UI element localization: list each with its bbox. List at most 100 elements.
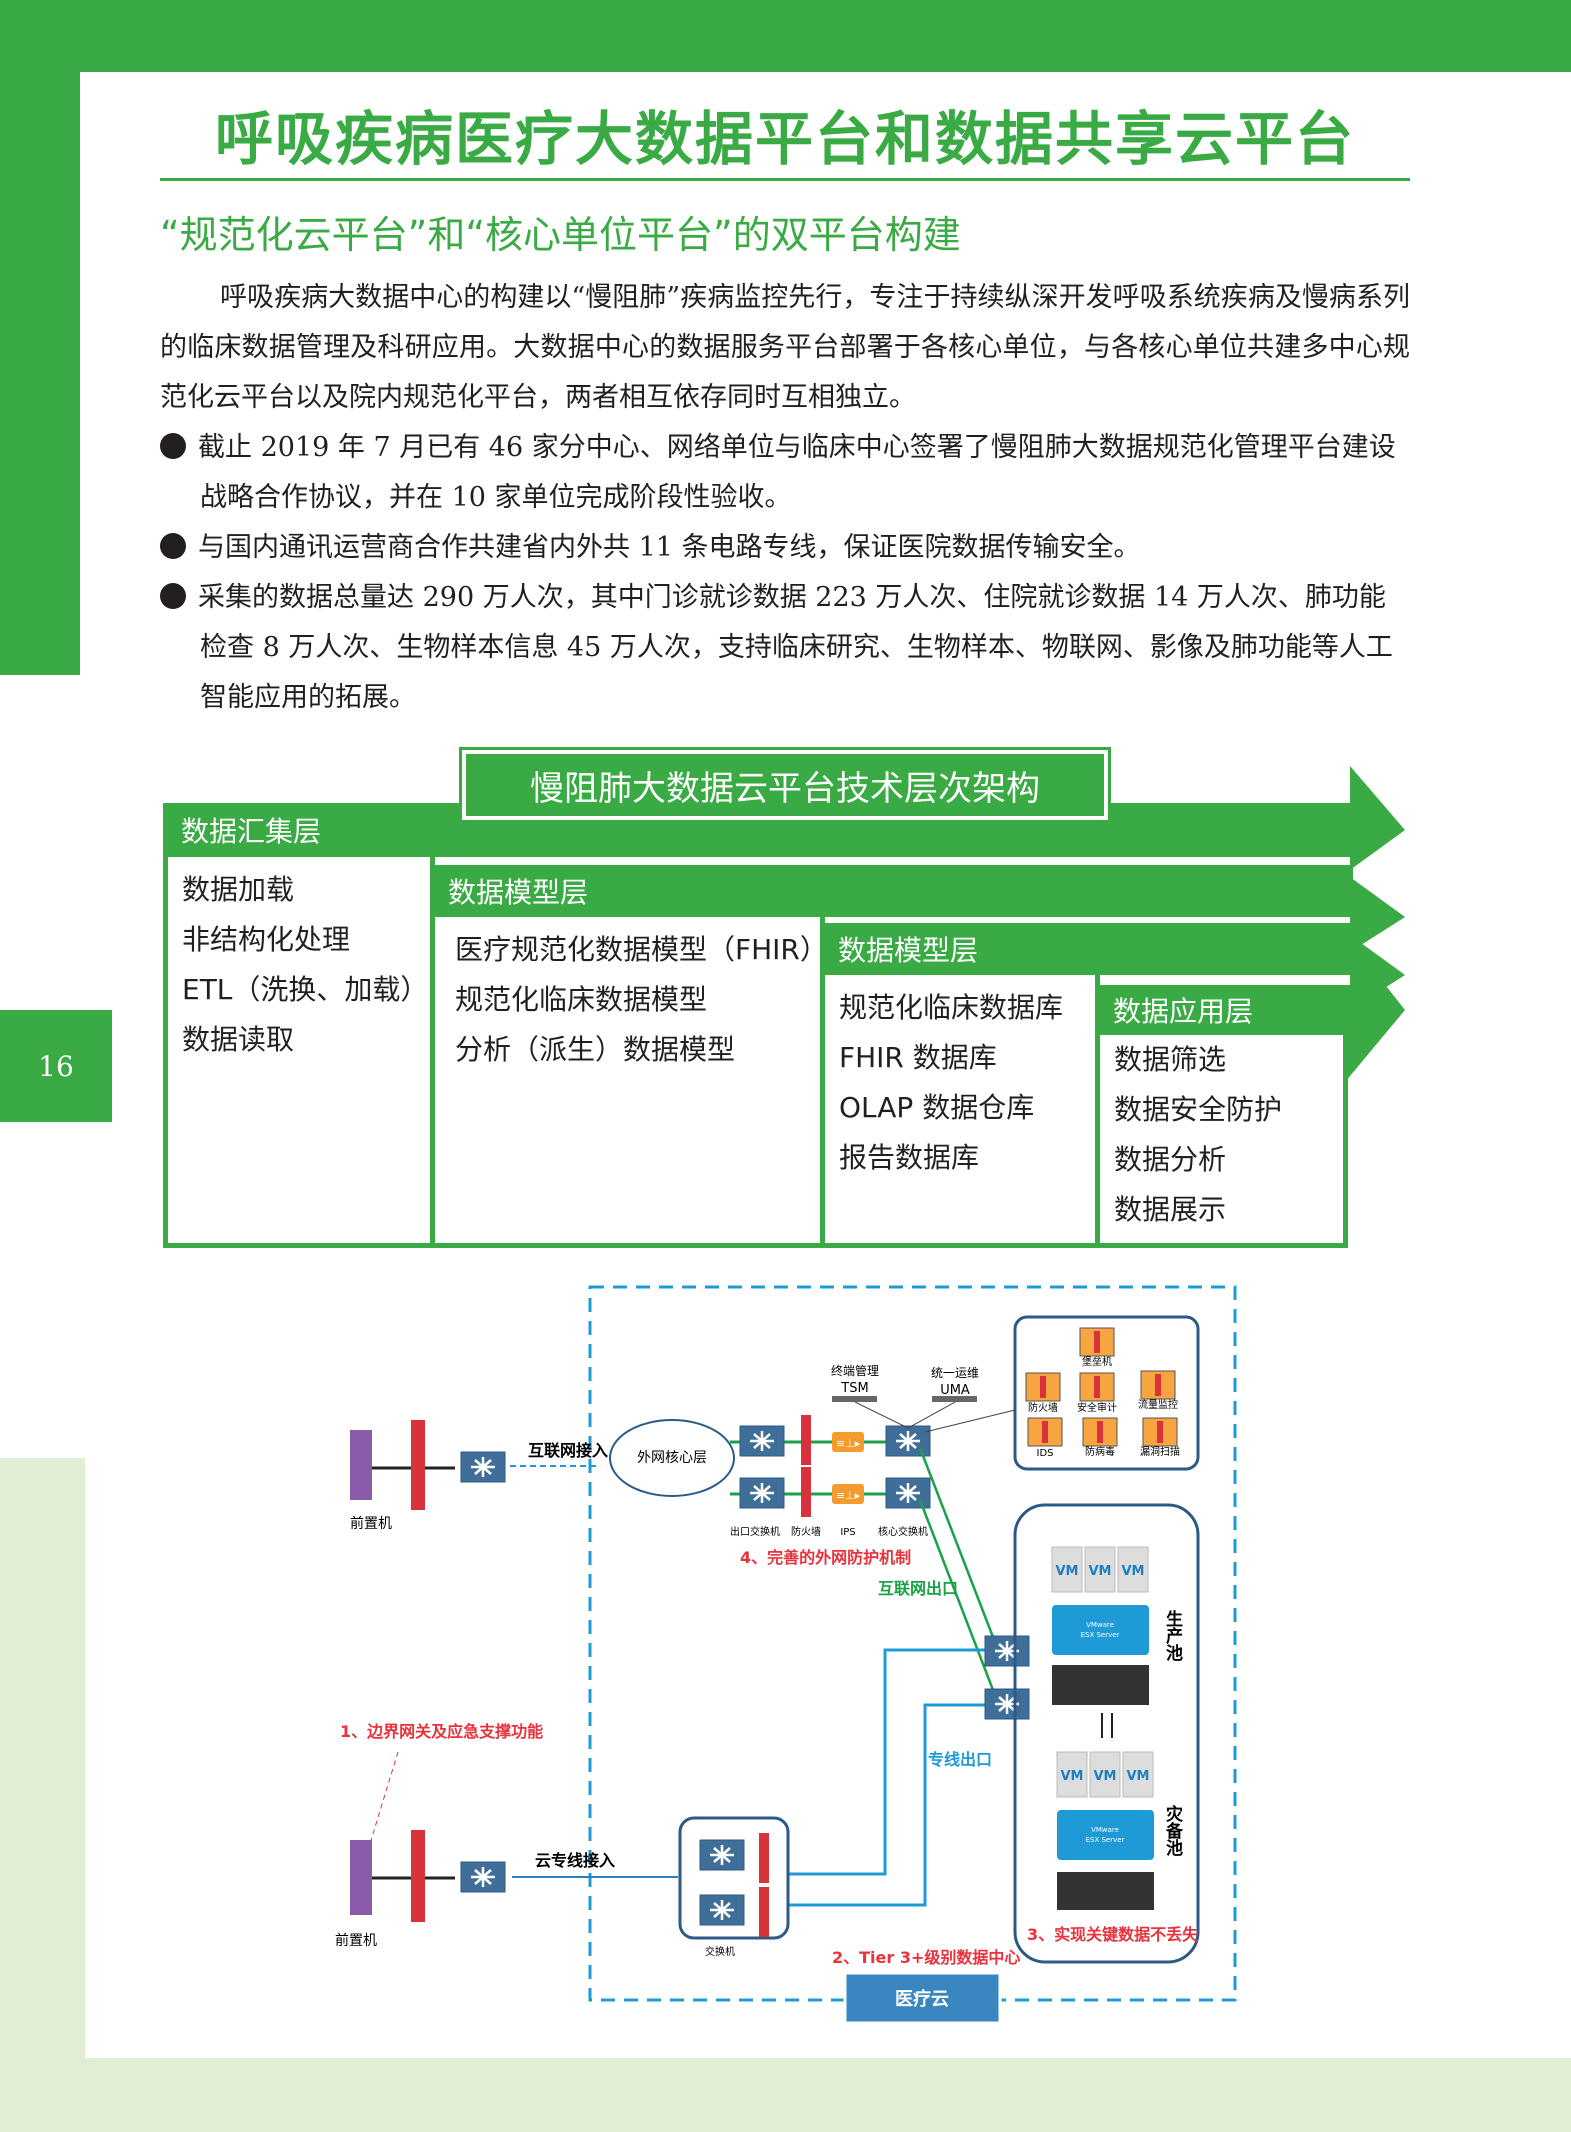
svg-text:ESX Server: ESX Server bbox=[1086, 1836, 1125, 1844]
svg-text:VM: VM bbox=[1089, 1564, 1112, 1579]
uma-label: UMA bbox=[940, 1383, 970, 1398]
arrow-head-1 bbox=[1350, 766, 1405, 870]
layer-name: 数据汇集层 bbox=[181, 815, 322, 848]
switch-icon bbox=[459, 1450, 507, 1484]
vm-row-production: VM VM VM bbox=[1051, 1546, 1149, 1593]
layer-name: 数据模型层 bbox=[838, 934, 979, 967]
layer-item: 规范化临床数据模型 bbox=[455, 983, 708, 1016]
layer-item: 分析（派生）数据模型 bbox=[455, 1033, 736, 1066]
layer-name: 数据应用层 bbox=[1113, 995, 1254, 1028]
note-3: 3、实现关键数据不丢失 bbox=[1027, 1925, 1199, 1944]
device-label: 核心交换机 bbox=[878, 1525, 928, 1538]
network-diagram: ≡⊥▸ 前置机 互联网接入 外网核心层 终端管理 TSM 统一运维 UMA 出口… bbox=[335, 1285, 1237, 2025]
exit-switch-icon bbox=[738, 1476, 786, 1510]
exit-switch-icon bbox=[738, 1424, 786, 1458]
layer-item: 数据筛选 bbox=[1114, 1043, 1227, 1076]
layer-item: 数据读取 bbox=[182, 1023, 295, 1056]
internet-exit-label: 互联网出口 bbox=[878, 1579, 958, 1598]
server-hardware-icon bbox=[1052, 1665, 1149, 1705]
bottom-band bbox=[0, 2058, 1571, 2132]
title-divider bbox=[160, 178, 1410, 181]
layer-item: 报告数据库 bbox=[839, 1141, 980, 1174]
ips-icon bbox=[832, 1484, 864, 1504]
switch-icon bbox=[459, 1860, 507, 1894]
tsm-label: TSM bbox=[840, 1381, 868, 1396]
note-1: 1、边界网关及应急支撑功能 bbox=[340, 1722, 543, 1741]
security-label: 漏洞扫描 bbox=[1140, 1445, 1180, 1458]
layer-item: 数据分析 bbox=[1114, 1143, 1227, 1176]
server-pool-box bbox=[1013, 1503, 1200, 1964]
layer-item: 非结构化处理 bbox=[182, 923, 351, 956]
layer-item: OLAP 数据仓库 bbox=[839, 1091, 1035, 1124]
firewall-icon bbox=[801, 1467, 811, 1517]
cloud-label: 外网核心层 bbox=[637, 1450, 707, 1466]
section-subtitle: “规范化云平台”和“核心单位平台”的双平台构建 bbox=[160, 213, 961, 257]
note-4: 4、完善的外网防护机制 bbox=[740, 1548, 911, 1567]
layer-item: 数据加载 bbox=[182, 873, 295, 906]
architecture-arrows bbox=[1345, 766, 1405, 1082]
device-label: IPS bbox=[840, 1527, 855, 1538]
vm-row-backup: VM VM VM bbox=[1056, 1751, 1154, 1798]
security-label: 安全审计 bbox=[1077, 1401, 1117, 1414]
svg-text:VM: VM bbox=[1056, 1564, 1079, 1579]
svg-text:VM: VM bbox=[1061, 1769, 1084, 1784]
security-label: IDS bbox=[1037, 1448, 1054, 1459]
security-label: 堡垒机 bbox=[1082, 1355, 1112, 1368]
front-machine-label: 前置机 bbox=[350, 1515, 392, 1532]
firewall-icon bbox=[411, 1830, 425, 1922]
layer-item: 数据展示 bbox=[1114, 1193, 1227, 1226]
bullet-icon bbox=[160, 433, 186, 459]
device-label: 出口交换机 bbox=[730, 1525, 780, 1538]
core-switch-icon bbox=[884, 1424, 932, 1458]
bullet-icon bbox=[160, 583, 186, 609]
switch-icon bbox=[983, 1687, 1031, 1721]
layer-band-model: 数据模型层 bbox=[430, 865, 1353, 917]
svg-text:VM: VM bbox=[1094, 1769, 1117, 1784]
device-label: 防火墙 bbox=[791, 1525, 821, 1538]
internet-access-label: 互联网接入 bbox=[528, 1441, 608, 1460]
cloud-line-access-label: 云专线接入 bbox=[535, 1851, 615, 1870]
front-machine-icon bbox=[350, 1430, 372, 1500]
layer-name: 数据模型层 bbox=[448, 876, 589, 909]
layer-band-model-2: 数据模型层 bbox=[820, 923, 1353, 975]
security-label: 防火墙 bbox=[1028, 1401, 1058, 1414]
bullet-item: 与国内通讯运营商合作共建省内外共 11 条电路专线，保证医院数据传输安全。 bbox=[160, 523, 1410, 573]
esx-server-icon bbox=[1052, 1605, 1149, 1655]
svg-text:VMware: VMware bbox=[1086, 1621, 1114, 1629]
bullet-text: 采集的数据总量达 290 万人次，其中门诊就诊数据 223 万人次、住院就诊数据… bbox=[198, 582, 1393, 713]
ips-icon bbox=[832, 1432, 864, 1452]
server-hardware-icon bbox=[1057, 1872, 1154, 1910]
layer-item: ETL（洗换、加载） bbox=[182, 973, 429, 1006]
bullet-text: 截止 2019 年 7 月已有 46 家分中心、网络单位与临床中心签署了慢阻肺大… bbox=[198, 432, 1396, 513]
layer-item: FHIR 数据库 bbox=[839, 1041, 997, 1074]
top-band bbox=[0, 0, 1571, 72]
layer-band-app: 数据应用层 bbox=[1095, 985, 1353, 1035]
svg-text:VM: VM bbox=[1122, 1564, 1145, 1579]
layer-column-app: 数据筛选 数据安全防护 数据分析 数据展示 bbox=[1095, 1035, 1348, 1248]
switch-icon bbox=[983, 1634, 1031, 1668]
page-title: 呼吸疾病医疗大数据平台和数据共享云平台 bbox=[214, 105, 1355, 173]
security-label: 流量监控 bbox=[1138, 1398, 1178, 1411]
medical-cloud-label: 医疗云 bbox=[895, 1988, 949, 2010]
firewall-icon bbox=[411, 1420, 425, 1510]
intro-paragraph: 呼吸疾病大数据中心的构建以“慢阻肺”疾病监控先行，专注于持续纵深开发呼吸系统疾病… bbox=[160, 282, 1410, 413]
svg-text:ESX Server: ESX Server bbox=[1081, 1631, 1120, 1639]
layer-column-model: 医疗规范化数据模型（FHIR） 规范化临床数据模型 分析（派生）数据模型 bbox=[430, 917, 828, 1248]
esx-server-icon bbox=[1057, 1810, 1154, 1860]
bullet-item: 采集的数据总量达 290 万人次，其中门诊就诊数据 223 万人次、住院就诊数据… bbox=[160, 573, 1410, 723]
front-machine-icon bbox=[350, 1840, 372, 1915]
firewall-icon bbox=[801, 1415, 811, 1465]
tsm-label: 终端管理 bbox=[831, 1363, 879, 1378]
bullet-item: 截止 2019 年 7 月已有 46 家分中心、网络单位与临床中心签署了慢阻肺大… bbox=[160, 423, 1410, 523]
dedicated-exit-label: 专线出口 bbox=[928, 1750, 992, 1769]
front-machine-label: 前置机 bbox=[335, 1932, 377, 1949]
arrow-head-2 bbox=[1350, 865, 1405, 952]
left-band bbox=[0, 0, 80, 675]
production-pool-label: 生产池 bbox=[1162, 1609, 1183, 1661]
cloud-icon bbox=[609, 1419, 735, 1497]
medical-cloud-box bbox=[843, 1971, 1002, 2025]
svg-text:VMware: VMware bbox=[1091, 1826, 1119, 1834]
switch-label: 交换机 bbox=[705, 1945, 735, 1958]
arrow-head-4 bbox=[1345, 940, 1405, 1082]
bullet-icon bbox=[160, 533, 186, 559]
